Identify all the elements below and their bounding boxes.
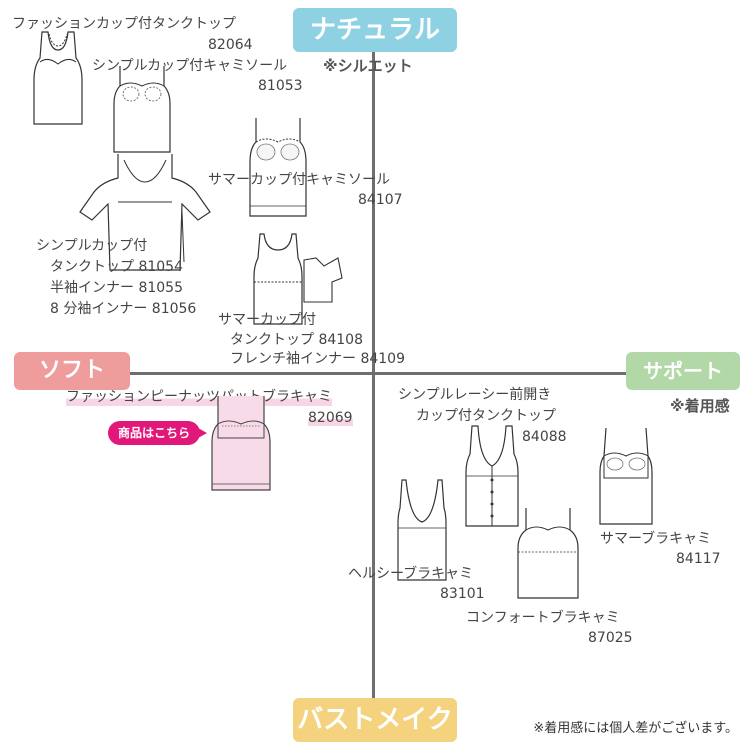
product-code-84117: 84117: [676, 551, 721, 567]
camisole-84107-illustration[interactable]: [248, 116, 308, 218]
summer-cup-set-illustration[interactable]: [252, 232, 344, 326]
product-line-84108-title: サマーカップ付: [218, 312, 316, 328]
axis-label-soft: ソフト: [14, 352, 130, 390]
product-code-82069: 82069: [308, 410, 353, 426]
product-line-81055: 半袖インナー 81055: [50, 280, 183, 296]
bra-camisole-87025-illustration[interactable]: [516, 506, 580, 600]
axis-label-natural: ナチュラル: [293, 8, 457, 52]
bra-camisole-84117-illustration[interactable]: [598, 426, 654, 526]
simple-cup-set-illustration[interactable]: [78, 152, 212, 272]
product-line-81054-title: シンプルカップ付: [36, 238, 148, 254]
product-code-87025: 87025: [588, 630, 633, 646]
product-name-82069: ファッションピーナッツパットブラキャミ: [66, 389, 332, 406]
product-name-83101: ヘルシーブラキャミ: [348, 566, 474, 582]
product-code-84088: 84088: [522, 429, 567, 445]
product-code-84107: 84107: [358, 192, 403, 208]
product-name-81053: シンプルカップ付キャミソール: [92, 58, 288, 74]
product-line-81056: 8 分袖インナー 81056: [50, 301, 197, 317]
shop-now-button[interactable]: 商品はこちら: [108, 421, 207, 445]
bra-camisole-83101-illustration[interactable]: [396, 478, 448, 582]
product-name-84117: サマーブラキャミ: [600, 531, 712, 547]
product-line-84109: フレンチ袖インナー 84109: [230, 351, 405, 367]
horizontal-axis: [128, 372, 626, 375]
product-line-84108: タンクトップ 84108: [230, 332, 363, 348]
product-name-82064: ファッションカップ付タンクトップ: [12, 16, 236, 32]
silhouette-note: ※シルエット: [323, 57, 413, 75]
product-code-82064: 82064: [208, 37, 253, 53]
bra-camisole-82069-illustration[interactable]: [210, 394, 272, 494]
front-open-tank-84088-illustration[interactable]: [462, 424, 522, 528]
wear-feel-note: ※着用感: [670, 397, 730, 415]
axis-label-bust-make: バストメイク: [293, 698, 457, 742]
product-line-81054: タンクトップ 81054: [50, 259, 183, 275]
axis-label-support: サポート: [626, 352, 740, 390]
footer-note: ※着用感には個人差がございます。: [533, 721, 738, 736]
product-name-87025: コンフォートブラキャミ: [466, 610, 620, 626]
tank-top-82064-illustration[interactable]: [28, 30, 88, 126]
product-line-84088-title: シンプルレーシー前開き: [398, 387, 552, 403]
product-code-83101: 83101: [440, 586, 485, 602]
product-line-84088-subtitle: カップ付タンクトップ: [416, 408, 556, 424]
camisole-81053-illustration[interactable]: [110, 64, 174, 154]
product-code-81053: 81053: [258, 78, 303, 94]
product-name-84107: サマーカップ付キャミソール: [208, 172, 390, 188]
